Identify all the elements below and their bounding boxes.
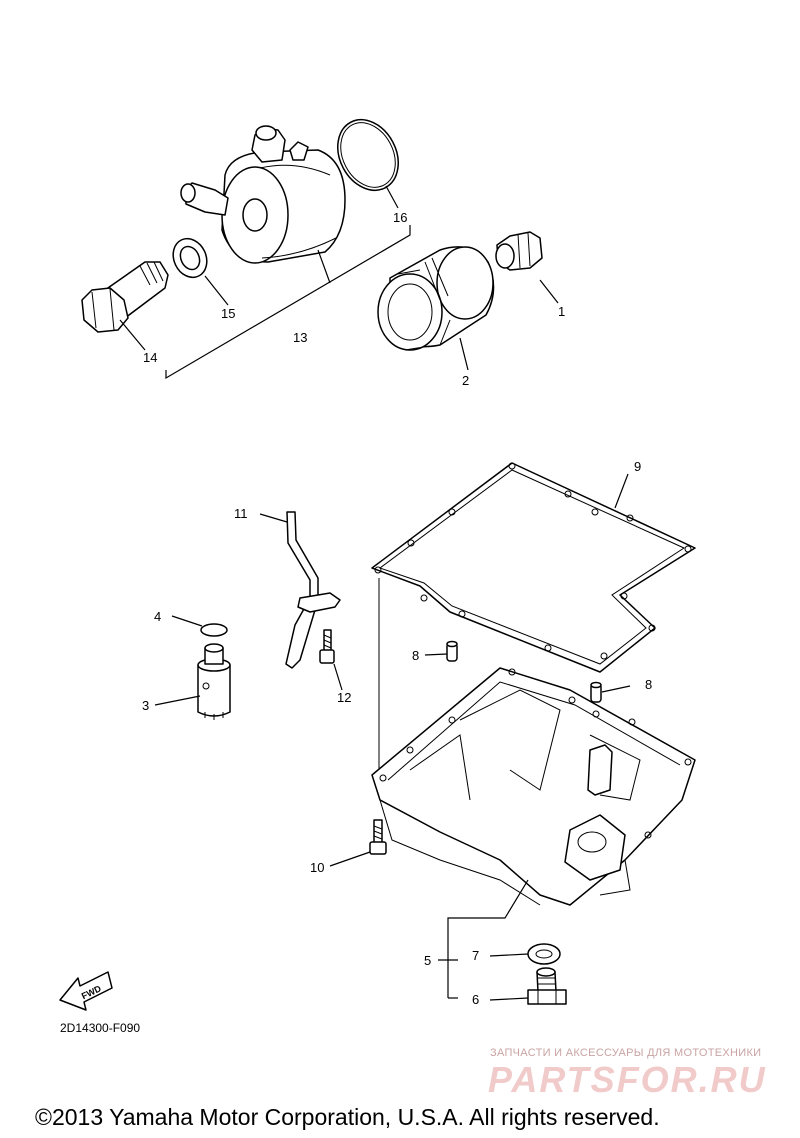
- fwd-arrow-icon: FWD: [59, 971, 113, 1011]
- fitting-1: [495, 231, 543, 271]
- gasket-15: [172, 237, 208, 279]
- dowel-pin-8b: [590, 681, 602, 703]
- bolt-12: [319, 629, 335, 664]
- callout-part-3: 3: [142, 698, 149, 713]
- leader-lines-upper: [119, 185, 559, 380]
- watermark-tagline: ЗАПЧАСТИ И АКСЕССУАРЫ ДЛЯ МОТОТЕХНИКИ: [490, 1047, 761, 1059]
- strainer-3: [197, 643, 231, 720]
- leader-lines-lower: [154, 473, 631, 1001]
- callout-part-9: 9: [634, 459, 641, 474]
- washer-7: [527, 943, 561, 965]
- oil-cooler-13: [180, 125, 346, 264]
- callout-part-11: 11: [234, 506, 248, 521]
- oil-filter-2: [377, 246, 495, 351]
- callout-part-4: 4: [154, 609, 161, 624]
- watermark-brand: PARTSFOR.RU: [488, 1059, 767, 1100]
- callout-part-13: 13: [293, 330, 307, 345]
- bolt-10: [369, 819, 387, 855]
- callout-part-1: 1: [558, 304, 565, 319]
- union-bolt-14: [81, 261, 169, 333]
- callout-part-8a: 8: [412, 648, 419, 663]
- callout-part-6: 6: [472, 992, 479, 1007]
- callout-part-10: 10: [310, 860, 324, 875]
- callout-part-7: 7: [472, 948, 479, 963]
- o-ring-4: [200, 623, 228, 637]
- o-ring-16: [337, 119, 399, 191]
- callout-part-14: 14: [143, 350, 157, 365]
- copyright-notice: ©2013 Yamaha Motor Corporation, U.S.A. A…: [35, 1104, 660, 1130]
- callout-part-2: 2: [462, 373, 469, 388]
- oil-pan-gasket-9: [371, 462, 696, 673]
- callout-part-16: 16: [393, 210, 407, 225]
- drain-bolt-6: [527, 967, 567, 1005]
- oil-pipe-11: [285, 511, 341, 669]
- callout-part-5: 5: [424, 953, 431, 968]
- diagram-code: 2D14300-F090: [60, 1021, 140, 1035]
- dowel-pin-8a: [446, 640, 458, 662]
- oil-pan: [371, 667, 696, 906]
- callout-part-15: 15: [221, 306, 235, 321]
- callout-part-12: 12: [337, 690, 351, 705]
- callout-part-8b: 8: [645, 677, 652, 692]
